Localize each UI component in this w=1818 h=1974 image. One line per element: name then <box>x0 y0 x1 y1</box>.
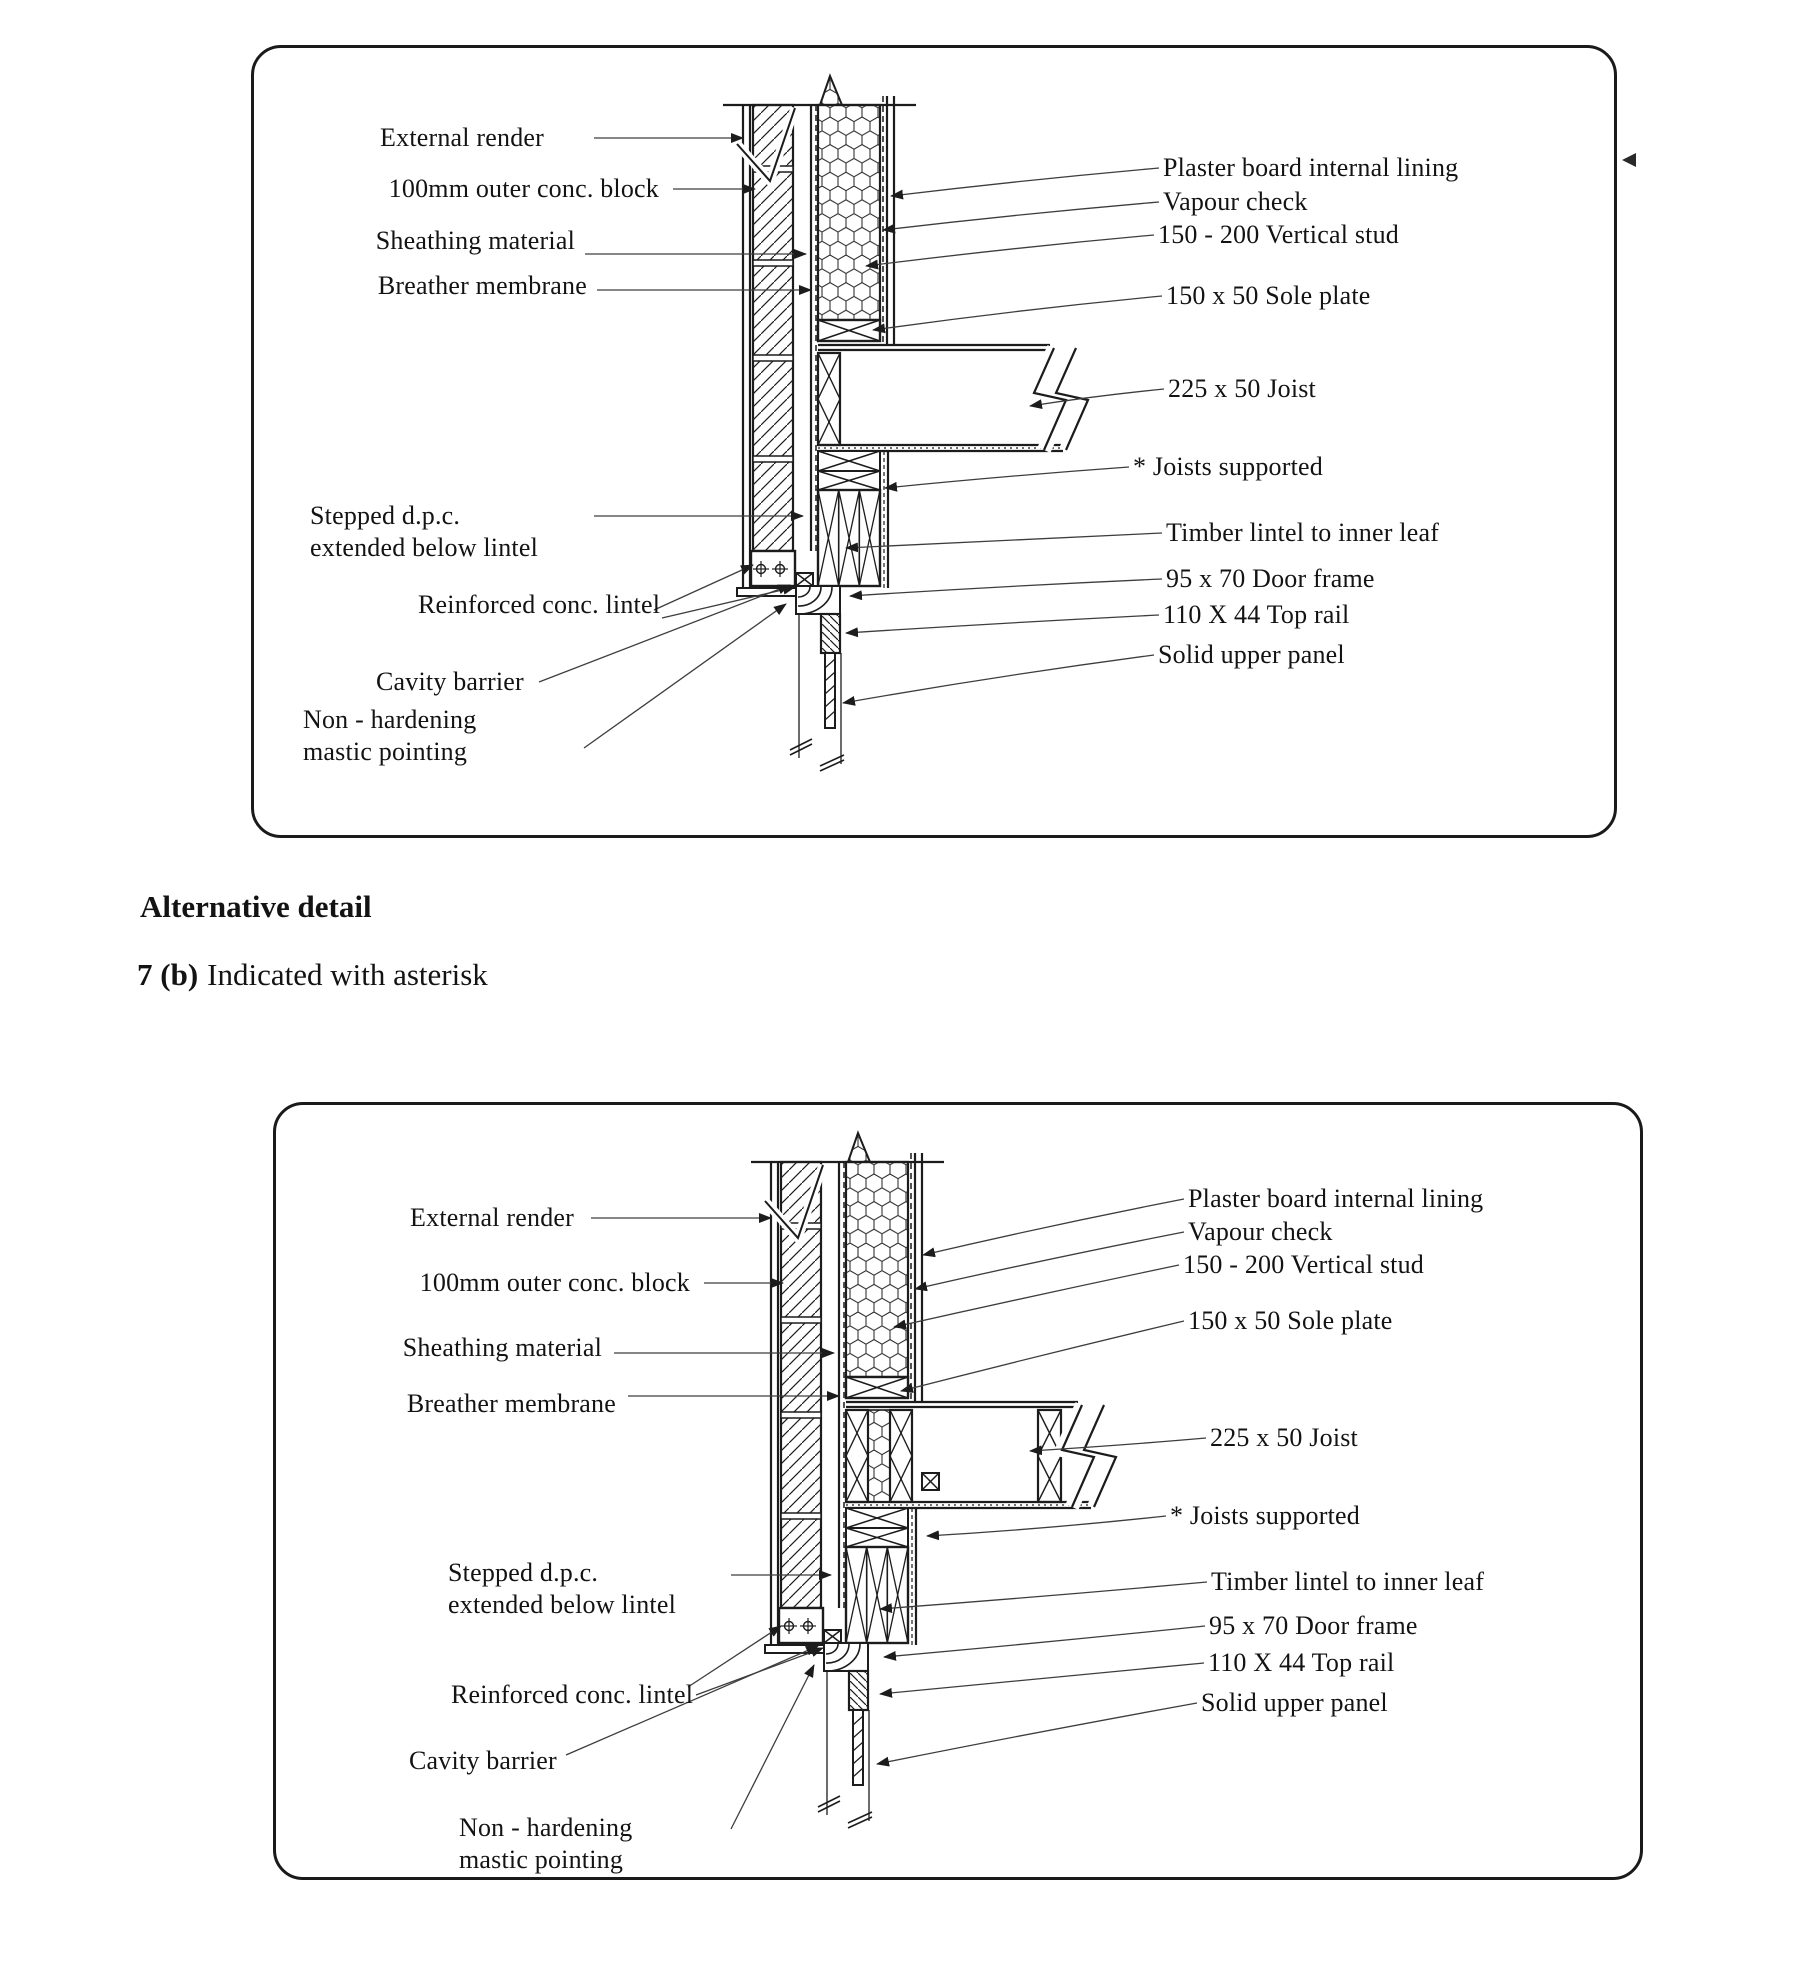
fig1-label-vapour-check: Vapour check <box>1163 187 1308 216</box>
fig2-label-outer-conc-block: 100mm outer conc. block <box>419 1268 690 1297</box>
wall-section <box>723 73 916 597</box>
fig2-technical-drawing <box>565 1130 1208 1830</box>
fig1-label-sheathing-material: Sheathing material <box>375 226 575 255</box>
fig1-label-solid-upper-panel: Solid upper panel <box>1158 640 1345 669</box>
item-number: 7 (b) <box>137 957 199 992</box>
section-heading: Alternative detail <box>140 889 372 924</box>
fig2-label-timber-lintel: Timber lintel to inner leaf <box>1211 1567 1485 1596</box>
fig2-label-top-rail: 110 X 44 Top rail <box>1208 1648 1395 1677</box>
fig1-label-plasterboard-lining: Plaster board internal lining <box>1163 153 1459 182</box>
fig1-label-sole-plate: 150 x 50 Sole plate <box>1166 281 1371 310</box>
fig2-label-door-frame: 95 x 70 Door frame <box>1209 1611 1418 1640</box>
floor-joist-zone <box>816 318 1098 491</box>
fig2-label-vapour-check: Vapour check <box>1188 1217 1333 1246</box>
floor-joist-zone <box>844 1375 1126 1548</box>
fig1-label-reinforced-conc-lintel: Reinforced conc. lintel <box>418 590 661 619</box>
fig2-label-joist: 225 x 50 Joist <box>1210 1423 1358 1452</box>
fig2-label-sheathing-material: Sheathing material <box>402 1333 602 1362</box>
fig2-label-reinforced-conc-lintel: Reinforced conc. lintel <box>451 1680 694 1709</box>
wall-section <box>751 1130 944 1654</box>
fig2-label-sole-plate: 150 x 50 Sole plate <box>1188 1306 1393 1335</box>
fig1-label-timber-lintel: Timber lintel to inner leaf <box>1166 518 1440 547</box>
fig2-label-stepped-dpc: Stepped d.p.c. extended below lintel <box>448 1558 677 1619</box>
fig1-label-joist: 225 x 50 Joist <box>1168 374 1316 403</box>
fig2-label-plasterboard-lining: Plaster board internal lining <box>1188 1184 1484 1213</box>
fig1-label-stepped-dpc: Stepped d.p.c. extended below lintel <box>310 501 539 562</box>
fig1-label-mastic-pointing: Non - hardening mastic pointing <box>303 705 477 766</box>
fig1-label-breather-membrane: Breather membrane <box>377 271 587 300</box>
fig2-label-solid-upper-panel: Solid upper panel <box>1201 1688 1388 1717</box>
lintel-door-assembly <box>749 451 890 772</box>
fig2-label-joists-supported: * Joists supported <box>1170 1501 1360 1530</box>
lintel-door-assembly <box>777 1508 918 1829</box>
fig1-label-top-rail: 110 X 44 Top rail <box>1163 600 1350 629</box>
item-text: Indicated with asterisk <box>207 957 488 992</box>
fig2-label-vertical-stud: 150 - 200 Vertical stud <box>1183 1250 1424 1279</box>
fig1-label-external-render: External render <box>380 123 544 152</box>
fig1-label-joists-supported: * Joists supported <box>1133 452 1323 481</box>
fig2-label-breather-membrane: Breather membrane <box>406 1389 616 1418</box>
fig1-label-door-frame: 95 x 70 Door frame <box>1166 564 1375 593</box>
fig2-label-external-render: External render <box>410 1203 574 1232</box>
fig1-label-vertical-stud: 150 - 200 Vertical stud <box>1158 220 1399 249</box>
stray-arrow-icon <box>1622 153 1636 167</box>
fig1-technical-drawing <box>538 73 1165 772</box>
fig1-label-outer-conc-block: 100mm outer conc. block <box>388 174 659 203</box>
leader-lines <box>565 1198 1208 1830</box>
fig2-label-cavity-barrier: Cavity barrier <box>409 1746 557 1775</box>
fig2-label-mastic-pointing: Non - hardening mastic pointing <box>459 1813 633 1874</box>
fig1-label-cavity-barrier: Cavity barrier <box>376 667 524 696</box>
item-7b-line: 7 (b)Indicated with asterisk <box>137 957 488 993</box>
leader-lines <box>538 133 1165 749</box>
